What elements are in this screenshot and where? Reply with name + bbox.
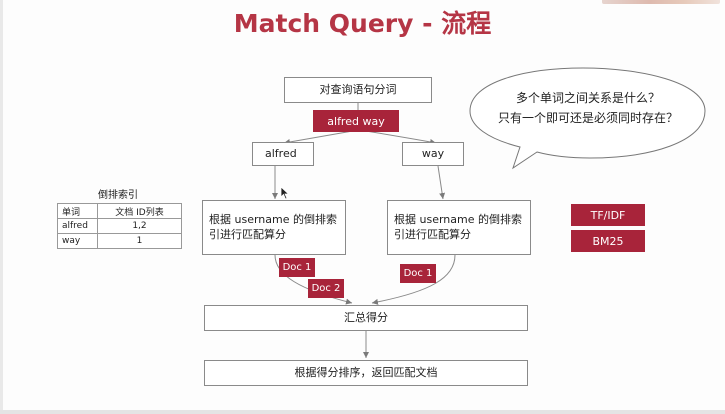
sum-label: 汇总得分 xyxy=(344,310,388,324)
mouse-cursor-icon xyxy=(280,186,290,200)
doc2-left-tag: Doc 2 xyxy=(308,279,344,298)
score-node-left: 根据 username 的倒排索引进行匹配算分 xyxy=(202,200,346,255)
table-cell-term: alfred xyxy=(57,218,98,234)
algorithm-tag-tfidf: TF/IDF xyxy=(571,204,645,226)
term-alfred-label: alfred xyxy=(265,146,297,160)
doc1-right-tag: Doc 1 xyxy=(400,264,436,283)
sort-label: 根据得分排序，返回匹配文档 xyxy=(294,365,438,379)
callout-line-2: 只有一个即可还是必须同时存在？ xyxy=(497,111,678,125)
algorithm-tag-bm25: BM25 xyxy=(571,230,645,252)
table-cell-doc-ids: 1,2 xyxy=(97,218,182,234)
score-left-label: 根据 username 的倒排索引进行匹配算分 xyxy=(209,212,337,241)
doc2-left-label: Doc 2 xyxy=(311,283,341,294)
table-row: alfred 1,2 xyxy=(57,218,182,234)
callout-text: 多个单词之间关系是什么？ 只有一个即可还是必须同时存在？ xyxy=(478,88,698,128)
inverted-index-title: 倒排索引 xyxy=(98,190,138,201)
term-node-way: way xyxy=(402,142,464,166)
tokenize-node: 对查询语句分词 xyxy=(284,77,432,103)
table-cell-term: way xyxy=(57,233,98,249)
doc1-left-label: Doc 1 xyxy=(282,262,312,273)
tokenize-label: 对查询语句分词 xyxy=(319,82,397,96)
algorithm-tfidf-label: TF/IDF xyxy=(590,208,626,222)
table-header-term: 单词 xyxy=(57,203,98,219)
table-row: way 1 xyxy=(57,233,182,249)
table-header-doc-ids: 文档 ID列表 xyxy=(97,203,182,219)
doc1-left-tag: Doc 1 xyxy=(279,258,315,277)
score-node-right: 根据 username 的倒排索引进行匹配算分 xyxy=(387,200,531,255)
score-right-label: 根据 username 的倒排索引进行匹配算分 xyxy=(394,212,522,241)
doc1-right-label: Doc 1 xyxy=(403,268,433,279)
sum-node: 汇总得分 xyxy=(204,305,528,331)
table-cell-doc-ids: 1 xyxy=(97,233,182,249)
connector-way-to-score xyxy=(437,165,446,200)
query-terms-tag: alfred way xyxy=(313,110,399,132)
callout-line-1: 多个单词之间关系是什么？ xyxy=(515,91,660,105)
table-header-row: 单词 文档 ID列表 xyxy=(57,203,182,219)
query-terms-label: alfred way xyxy=(327,114,385,128)
slide-title: Match Query - 流程 xyxy=(233,9,492,38)
term-way-label: way xyxy=(421,146,445,160)
window-edge-left xyxy=(0,0,3,414)
speech-bubble-shape xyxy=(469,67,706,170)
connector-left-score-to-sum xyxy=(274,254,353,305)
connector-right-score-to-sum xyxy=(371,254,456,305)
window-edge-bottom xyxy=(0,410,725,414)
term-node-alfred: alfred xyxy=(252,142,314,166)
sort-node: 根据得分排序，返回匹配文档 xyxy=(204,360,528,386)
inverted-index-table: 单词 文档 ID列表 alfred 1,2 way 1 xyxy=(57,203,182,249)
algorithm-bm25-label: BM25 xyxy=(592,234,624,248)
watermark-logo xyxy=(602,0,720,4)
